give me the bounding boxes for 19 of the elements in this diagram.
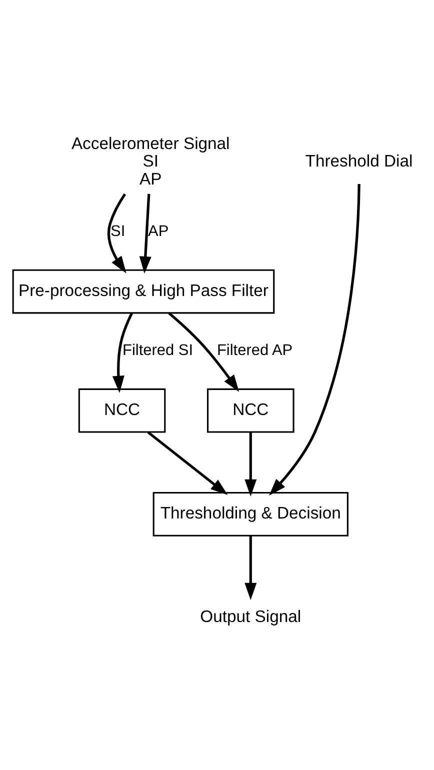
arrow	[107, 193, 126, 274]
arrow	[139, 194, 152, 274]
edge-label: Filtered SI	[122, 342, 194, 360]
edge-label: SI	[110, 223, 126, 240]
node-text: Accelerometer Signal SI AP	[71, 134, 230, 189]
arrow	[112, 312, 134, 393]
arrow	[244, 536, 257, 600]
edge-label: Filtered AP	[216, 342, 293, 360]
node-text: Output Signal	[200, 607, 302, 626]
node-text: Threshold Dial	[305, 152, 413, 171]
edge-label: AP	[148, 223, 169, 240]
node-box: NCC	[207, 388, 294, 433]
arrow	[269, 184, 360, 496]
arrow	[168, 312, 240, 392]
arrow	[147, 431, 228, 495]
arrow	[244, 432, 257, 497]
node-box: Thresholding & Decision	[152, 492, 348, 536]
node-box: Pre-processing & High Pass Filter	[12, 269, 275, 314]
node-box: NCC	[78, 388, 166, 433]
